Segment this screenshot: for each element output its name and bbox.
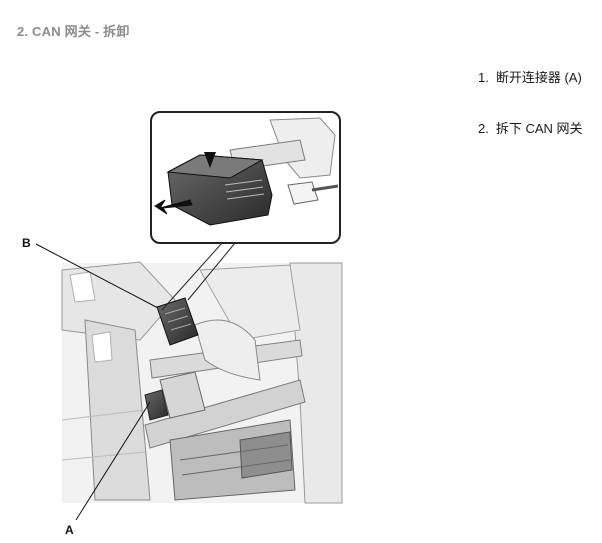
callout-leader-b xyxy=(35,243,159,309)
step-text: 拆下 CAN 网关 xyxy=(495,121,583,136)
callout-leader-a xyxy=(75,401,151,521)
step-item: 2. 拆下 CAN 网关 xyxy=(478,121,602,137)
section-title: 2. CAN 网关 - 拆卸 xyxy=(17,24,130,39)
step-item: 1. 断开连接器 (A) xyxy=(478,70,602,86)
step-number: 2. xyxy=(478,121,489,136)
vehicle-interior-drawing xyxy=(61,261,343,504)
detail-inset xyxy=(150,111,341,244)
procedure-steps: 1. 断开连接器 (A) 2. 拆下 CAN 网关 xyxy=(478,70,602,172)
step-text: 断开连接器 (A) xyxy=(495,70,582,85)
zoom-leader-lines xyxy=(161,242,236,311)
can-gateway-module xyxy=(156,297,199,346)
service-illustration: B A xyxy=(22,111,343,537)
callout-label-a: A xyxy=(65,523,74,537)
step-number: 1. xyxy=(478,70,489,85)
callout-label-b: B xyxy=(22,236,31,250)
